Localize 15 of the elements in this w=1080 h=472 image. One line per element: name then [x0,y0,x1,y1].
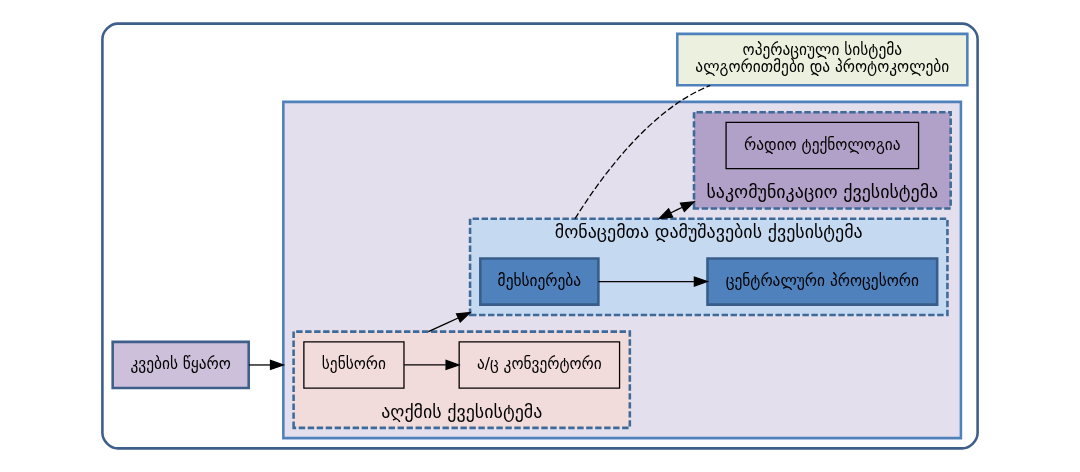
node-box: ცენტრალური პროცესორი [706,257,939,306]
node-box: ა/ც კონვერტორი [458,341,621,389]
arrow [597,276,710,287]
node-box: რადიო ტექნოლოგია [725,121,920,170]
node-box: სენსორი [303,341,405,389]
node-box: ოპერაციული სისტემა ალგორითმები და პროტოკოლები [676,32,969,87]
connector [574,84,711,220]
arrow [657,200,696,220]
node-box: კვების წყარო [111,340,250,390]
node-box: მეხსიერება [479,257,600,306]
arrow [403,359,461,371]
arrow [248,359,286,371]
cluster [101,22,979,450]
arrow [427,311,472,333]
cluster [282,100,963,440]
